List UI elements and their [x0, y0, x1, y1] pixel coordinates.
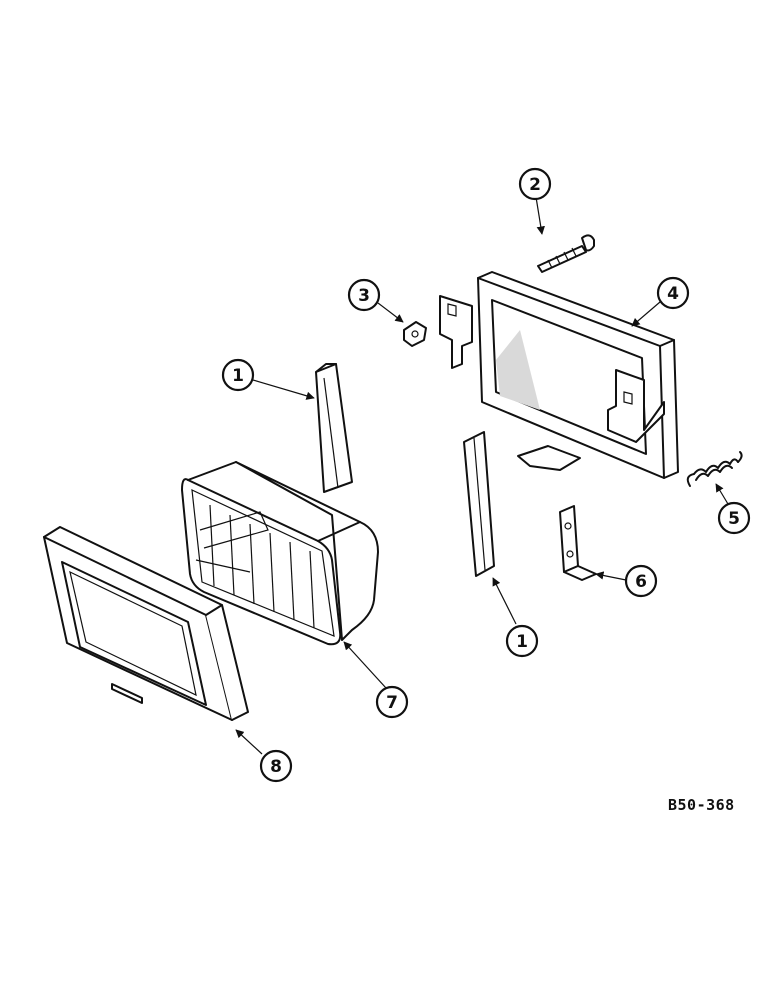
callout-label: 2	[529, 175, 541, 195]
bezel-frame	[43, 526, 249, 721]
spring	[686, 451, 743, 487]
small-bracket	[559, 505, 597, 581]
mounting-bracket	[439, 271, 679, 479]
callout-label: 8	[270, 757, 282, 777]
callout-label: 6	[635, 572, 647, 592]
callout-3: 3	[347, 278, 381, 312]
callout-label: 7	[386, 693, 398, 713]
callout-label: 4	[667, 284, 679, 304]
callout-label: 1	[516, 632, 528, 652]
callout-label: 3	[358, 286, 370, 306]
callout-8: 8	[259, 749, 293, 783]
callout-2: 2	[518, 167, 552, 201]
callout-7: 7	[375, 685, 409, 719]
leader-lines	[235, 196, 729, 755]
figure-reference-code: B50-368	[668, 796, 735, 814]
callout-6: 6	[624, 564, 658, 598]
callout-1-right: 1	[505, 624, 539, 658]
callout-1-left: 1	[221, 358, 255, 392]
gasket-strip-right	[463, 431, 495, 577]
callout-4: 4	[656, 276, 690, 310]
nut	[403, 321, 427, 347]
callout-label: 1	[232, 366, 244, 386]
callout-label: 5	[728, 509, 740, 529]
bolt	[537, 234, 595, 273]
callout-5: 5	[717, 501, 751, 535]
gasket-strip-left	[315, 363, 353, 493]
headlamp-unit	[181, 461, 379, 646]
